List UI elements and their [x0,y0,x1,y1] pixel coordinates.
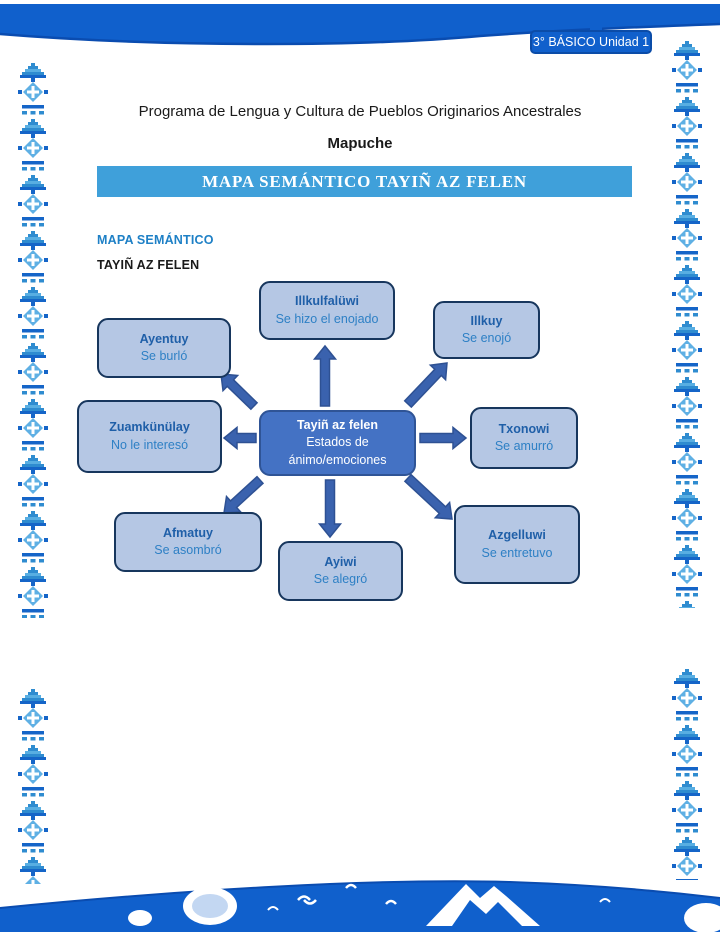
node-translation: Se amurró [494,439,554,453]
node-ayiwi: Ayiwi Se alegró [278,541,403,601]
node-afmatuy: Afmatuy Se asombró [114,512,262,572]
node-center: Tayiñ az felen Estados de ánimo/emocione… [259,410,416,476]
node-illkulfaluwi: Illkulfalüwi Se hizo el enojado [259,281,395,340]
arrow [419,425,468,451]
unit-badge: 3° BÁSICO Unidad 1 [530,30,652,54]
badge-connector [590,16,602,34]
arrow [222,425,257,451]
mountain-silhouette [426,884,540,926]
node-translation: No le interesó [110,437,189,452]
node-term: Illkulfalüwi [295,294,359,308]
right-ornament-top [672,40,702,613]
arrow [220,373,259,411]
right-ornament-bottom [672,668,702,885]
node-ayentuy: Ayentuy Se burló [97,318,231,378]
section-subtitle: TAYIÑ AZ FELEN [97,258,200,272]
node-term: Illkuy [470,313,503,328]
node-translation: Se entretuvo [481,545,553,560]
node-term: Txonowi [498,421,550,436]
node-translation: Se hizo el enojado [275,311,379,326]
center-term: Tayiñ az felen [296,417,379,432]
node-txonowi: Txonowi Se amurró [470,407,578,469]
node-translation: Se alegró [313,572,368,586]
node-term: Ayiwi [324,554,357,569]
arrow [223,475,265,514]
language-title: Mapuche [327,135,393,152]
node-term: Azgelluwi [488,528,546,542]
node-term: Afmatuy [162,525,213,540]
arrow [312,344,338,407]
tree-silhouette [183,887,237,925]
banner-title: MAPA SEMÁNTICO TAYIÑ AZ FELEN [97,166,632,197]
node-translation: Se burló [140,349,188,363]
program-title: Programa de Lengua y Cultura de Pueblos … [138,103,582,120]
node-illkuy: Illkuy Se enojó [433,301,540,359]
node-term: Zuamkünülay [109,420,190,434]
arrow [403,362,448,409]
section-label: MAPA SEMÁNTICO [97,233,214,247]
node-translation: Se enojó [461,331,512,345]
arrow [403,473,453,520]
node-translation: Se asombró [154,543,222,557]
left-ornament-bottom [18,688,48,889]
arrow [317,479,343,539]
bottom-wave-band [0,880,720,932]
left-ornament-top [18,62,48,623]
bird-silhouette [297,895,317,905]
node-azgelluwi: Azgelluwi Se entretuvo [454,505,580,584]
node-term: Ayentuy [139,331,189,346]
center-translation: Estados de ánimo/emociones [288,435,387,467]
node-zuamkunulay: Zuamkünülay No le interesó [77,400,222,473]
